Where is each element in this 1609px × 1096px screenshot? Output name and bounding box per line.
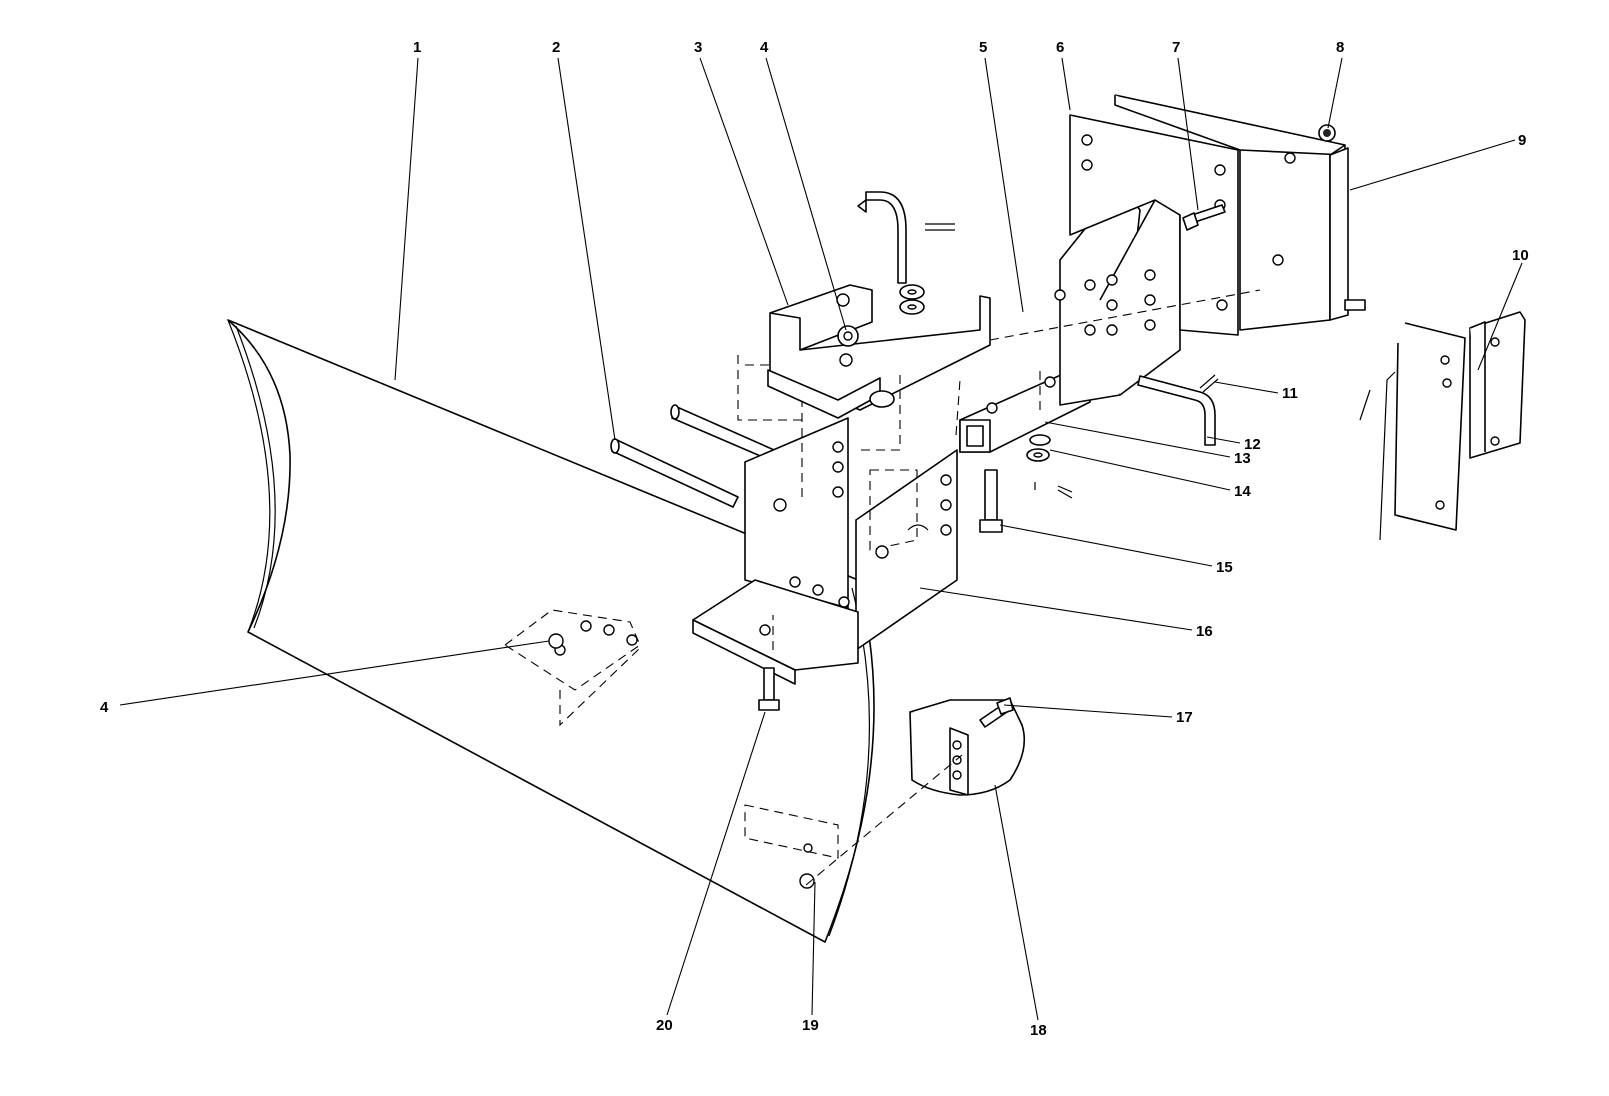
hitch-pin-part — [1137, 374, 1219, 446]
bolt-15-part — [979, 469, 1003, 533]
assembly-lines — [772, 289, 1261, 886]
pivot-bracket-part — [692, 364, 958, 685]
callout-6: 6 — [1056, 39, 1064, 56]
washer-part — [899, 284, 925, 315]
callout-9: 9 — [1518, 132, 1526, 149]
callout-16: 16 — [1196, 623, 1213, 640]
callout-14: 14 — [1234, 483, 1251, 500]
frame-bracket-part — [1114, 94, 1366, 331]
callout-18: 18 — [1030, 1022, 1047, 1039]
callout-12: 12 — [1244, 436, 1261, 453]
callout-labels: 1 2 3 4 5 6 7 8 9 10 11 12 13 14 15 16 1… — [100, 39, 1529, 1039]
callout-13: 13 — [1234, 450, 1251, 467]
blade-lower-block-hidden — [744, 804, 839, 889]
lift-pin-part — [857, 191, 955, 284]
pivot-pin-part — [610, 438, 739, 508]
nut-part — [837, 325, 859, 347]
callout-1: 1 — [413, 39, 421, 56]
side-panel-part — [1359, 322, 1466, 541]
hitch-gusset-part — [1054, 184, 1181, 406]
callout-2: 2 — [552, 39, 560, 56]
leader-lines — [119, 57, 1523, 1021]
callout-4: 4 — [760, 39, 769, 56]
callout-11: 11 — [1282, 385, 1298, 402]
angle-bracket-part — [1469, 311, 1526, 459]
callout-10: 10 — [1512, 247, 1529, 264]
skid-shoe-part — [909, 699, 1026, 796]
callout-5: 5 — [979, 39, 987, 56]
bolt-20-part — [758, 667, 780, 711]
bolt-part — [1182, 204, 1226, 231]
blade-mount-plate-hidden — [504, 609, 641, 727]
callout-15: 15 — [1216, 559, 1233, 576]
callout-19: 19 — [802, 1017, 819, 1034]
lower-washers-part — [1026, 434, 1073, 499]
callout-3: 3 — [694, 39, 702, 56]
carriage-bolt-part — [979, 697, 1014, 728]
callout-17: 17 — [1176, 709, 1193, 726]
callout-4-lower: 4 — [100, 699, 109, 716]
callout-8: 8 — [1336, 39, 1344, 56]
blade-part — [227, 319, 875, 943]
callout-20: 20 — [656, 1017, 673, 1034]
channel-bracket-part — [737, 284, 991, 451]
nut-part-top — [1318, 124, 1336, 142]
callout-7: 7 — [1172, 39, 1180, 56]
